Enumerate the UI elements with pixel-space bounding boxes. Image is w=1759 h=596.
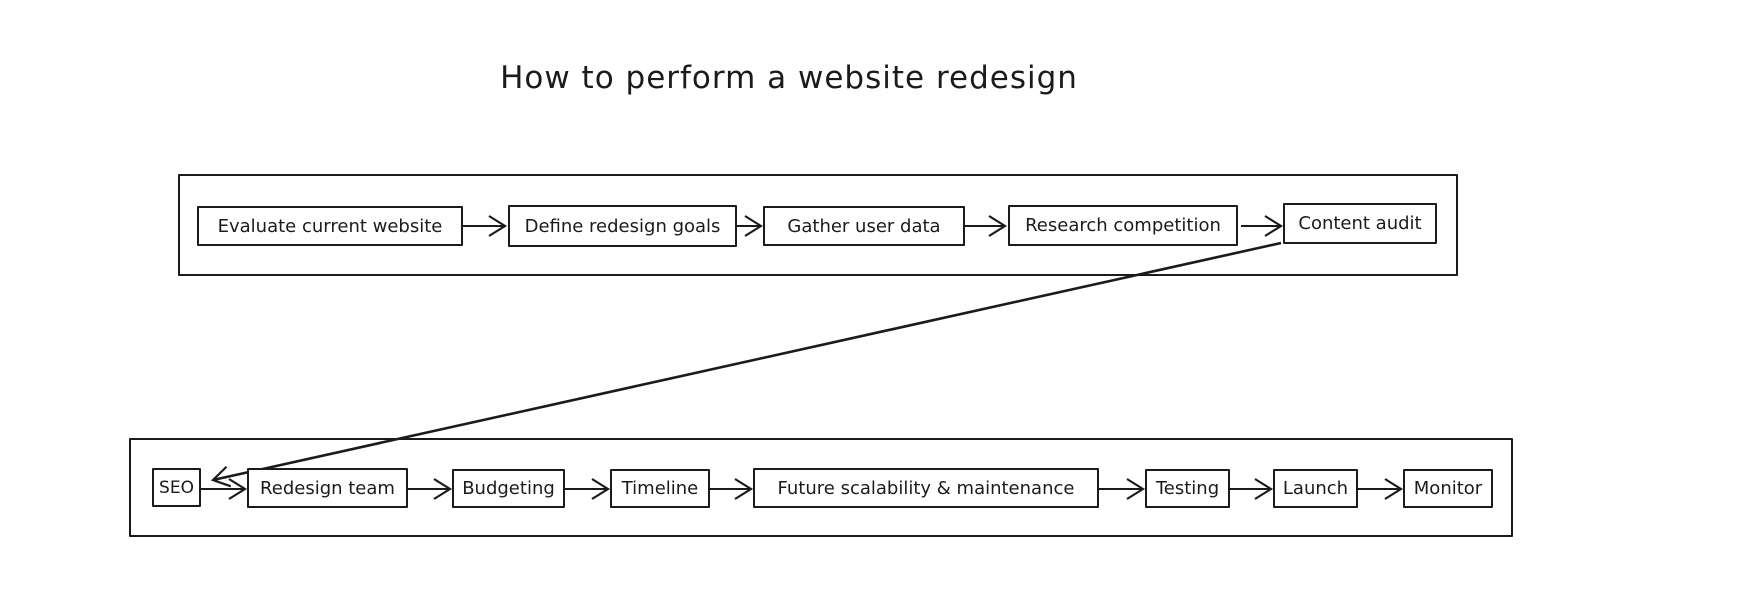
flow-node-testing: Testing	[1145, 469, 1230, 508]
flow-node-timeline: Timeline	[610, 469, 710, 508]
flow-node-monitor: Monitor	[1403, 469, 1493, 508]
flow-node-gather-user-data: Gather user data	[763, 206, 965, 246]
flow-node-research-competition: Research competition	[1008, 205, 1238, 246]
flow-node-content-audit: Content audit	[1283, 203, 1437, 244]
arrow-content-audit-to-seo	[210, 241, 1282, 488]
flow-node-define-redesign-goals: Define redesign goals	[508, 205, 737, 247]
flow-node-launch: Launch	[1273, 469, 1358, 508]
phase1-frame	[178, 174, 1458, 276]
diagram-title: How to perform a website redesign	[500, 60, 1078, 96]
flow-node-future-scalability-maintenance: Future scalability & maintenance	[753, 468, 1099, 508]
flow-node-evaluate-current-website: Evaluate current website	[197, 206, 463, 246]
flow-node-budgeting: Budgeting	[452, 469, 565, 508]
flow-node-redesign-team: Redesign team	[247, 468, 408, 508]
flow-node-seo: SEO	[152, 468, 201, 507]
phase2-frame	[129, 438, 1513, 537]
